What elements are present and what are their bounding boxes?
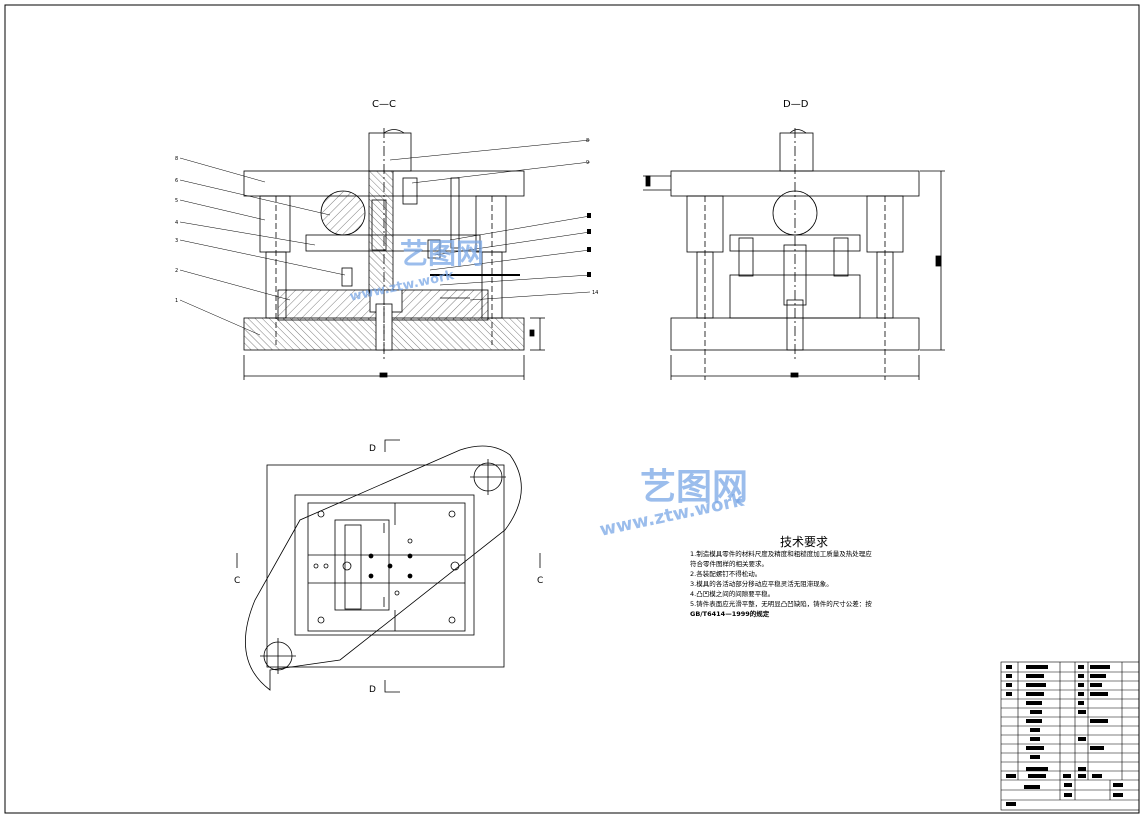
- watermark-center: 艺图网: [640, 458, 748, 510]
- callout-left: 1: [175, 298, 178, 304]
- callout-left: 6: [175, 178, 178, 184]
- section-cc-leaders: [179, 139, 591, 336]
- tech-requirements-title: 技术要求: [780, 535, 829, 549]
- arrow-d-top-label: D: [369, 444, 376, 454]
- section-dd-label: D—D: [783, 99, 809, 110]
- title-block: [1000, 661, 1140, 811]
- callout-left: 3: [175, 238, 178, 244]
- tech-requirement-line: 2.各装配螺钉不得松动。: [690, 570, 762, 578]
- section-dd-view: [643, 128, 945, 380]
- leader-markers: [587, 213, 591, 277]
- arrow-c-right-label: C: [537, 576, 543, 586]
- tech-requirement-line: 符合零件图样的相关要求。: [690, 560, 768, 568]
- callout-right: 9: [586, 160, 589, 166]
- arrow-d-bottom-label: D: [369, 685, 376, 695]
- tech-requirement-line: 5.铸件表面应光滑平整，无明显凸凹缺陷，铸件的尺寸公差：按: [690, 600, 872, 608]
- callout-right: 8: [586, 138, 589, 144]
- title-block-text: [1006, 665, 1123, 806]
- arrow-c-left-label: C: [234, 576, 240, 586]
- tech-requirement-line: 3.模具的各活动部分移动应平稳灵活无阻滞现象。: [690, 580, 833, 588]
- tech-requirement-line: 4.凸凹模之间的间隙要平稳。: [690, 590, 775, 598]
- section-cc-view: [243, 128, 545, 380]
- watermark-top: 艺图网: [400, 232, 484, 272]
- tech-requirement-line: GB/T6414—1999的规定: [690, 610, 770, 618]
- sheet-border: [4, 4, 1140, 814]
- callout-left: 2: [175, 268, 178, 274]
- callout-left: 8: [175, 156, 178, 162]
- section-cc-label: C—C: [372, 99, 396, 110]
- callout-left: 4: [175, 220, 178, 226]
- callout-right: 14: [592, 290, 598, 296]
- callout-left: 5: [175, 198, 178, 204]
- watermark-brand: 艺图网: [640, 467, 749, 508]
- plan-view: [236, 439, 541, 693]
- tech-requirement-line: 1.制造模具零件的材料尺度及精度和粗糙度加工质量及热处理应: [690, 550, 872, 558]
- watermark-brand: 艺图网: [400, 237, 485, 270]
